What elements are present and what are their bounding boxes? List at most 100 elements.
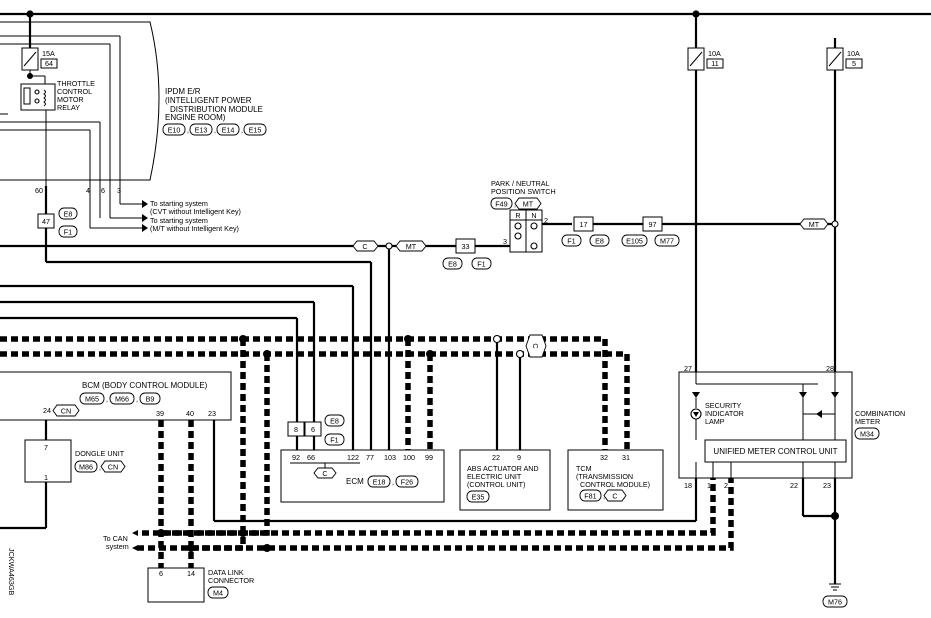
svg-text:E8: E8 xyxy=(64,210,73,219)
meter-ground: M76 xyxy=(694,478,848,608)
svg-text:F1: F1 xyxy=(477,260,485,269)
svg-text:14: 14 xyxy=(187,569,195,578)
svg-text:ABS ACTUATOR AND: ABS ACTUATOR AND xyxy=(467,464,539,473)
svg-text:3: 3 xyxy=(503,237,507,246)
svg-text:ECM: ECM xyxy=(346,477,364,486)
svg-text:,: , xyxy=(106,395,108,404)
svg-text:F49: F49 xyxy=(495,200,507,209)
park-neutral-switch: PARK / NEUTRAL POSITION SWITCH F49 , MT … xyxy=(490,179,556,253)
svg-text:F81: F81 xyxy=(584,492,596,501)
data-link-connector: 6 14 DATA LINK CONNECTOR M4 xyxy=(147,567,254,603)
ipdm-conn-1: E10 xyxy=(168,126,181,135)
svg-text:METER: METER xyxy=(855,417,880,426)
svg-text:1: 1 xyxy=(44,473,48,482)
abs-wires xyxy=(492,334,525,450)
svg-text:33: 33 xyxy=(462,242,470,251)
svg-text:27: 27 xyxy=(684,364,692,373)
joint-8-6: 8 6 E8 F1 xyxy=(287,414,345,450)
svg-text:E8: E8 xyxy=(448,260,457,269)
svg-text:M65: M65 xyxy=(85,395,99,404)
svg-text:M4: M4 xyxy=(213,589,223,598)
ecm-module: 92 66 122 77 103 100 99 C ECM E18 , F26 xyxy=(280,449,445,503)
svg-text:,: , xyxy=(136,395,138,404)
svg-text:,: , xyxy=(187,126,189,135)
svg-text:39: 39 xyxy=(156,409,164,418)
svg-text:E8: E8 xyxy=(595,237,604,246)
ipdm-label-3: DISTRIBUTION MODULE xyxy=(170,105,263,114)
svg-text:TCM: TCM xyxy=(576,464,592,473)
start-note-3: To starting system xyxy=(150,216,208,225)
svg-text:10A: 10A xyxy=(847,49,860,58)
svg-text:COMBINATION: COMBINATION xyxy=(855,409,905,418)
svg-text:103: 103 xyxy=(384,453,396,462)
svg-text:10A: 10A xyxy=(708,49,721,58)
svg-text:22: 22 xyxy=(790,481,798,490)
svg-text:E8: E8 xyxy=(330,417,339,426)
ipdm-conn-4: E15 xyxy=(249,126,262,135)
svg-text:BCM (BODY CONTROL MODULE): BCM (BODY CONTROL MODULE) xyxy=(82,381,208,390)
power-bus xyxy=(0,10,931,48)
svg-text:6: 6 xyxy=(101,186,105,195)
svg-text:2: 2 xyxy=(544,216,548,225)
svg-text:100: 100 xyxy=(403,453,415,462)
svg-text:99: 99 xyxy=(425,453,433,462)
svg-text:23: 23 xyxy=(823,481,831,490)
svg-text:17: 17 xyxy=(580,220,588,229)
svg-text:60: 60 xyxy=(35,186,43,195)
svg-text:,: , xyxy=(392,478,394,487)
svg-text:64: 64 xyxy=(45,59,53,68)
svg-text:N: N xyxy=(531,211,536,220)
svg-text:M76: M76 xyxy=(828,598,842,607)
svg-text:CONTROL MODULE): CONTROL MODULE) xyxy=(580,480,650,489)
svg-text:M86: M86 xyxy=(79,463,93,472)
ipdm-pins: 60 4 6 3 xyxy=(35,186,121,195)
svg-text:F1: F1 xyxy=(567,237,575,246)
svg-text:(TRANSMISSION: (TRANSMISSION xyxy=(576,472,633,481)
start-note-1: To starting system xyxy=(150,199,208,208)
svg-text:DONGLE UNIT: DONGLE UNIT xyxy=(75,449,125,458)
drawing-code: JCKWA463GB xyxy=(7,548,16,595)
svg-text:23: 23 xyxy=(208,409,216,418)
svg-text:ELECTRIC UNIT: ELECTRIC UNIT xyxy=(467,472,522,481)
start-note-2: (CVT without Intelligent Key) xyxy=(150,207,241,216)
ipdm-label-4: ENGINE ROOM) xyxy=(165,113,226,122)
svg-text:F26: F26 xyxy=(401,478,413,487)
svg-text:15A: 15A xyxy=(42,49,55,58)
svg-text:LAMP: LAMP xyxy=(705,417,725,426)
svg-text:F1: F1 xyxy=(64,228,72,237)
ipdm-module xyxy=(0,20,160,186)
svg-text:97: 97 xyxy=(649,220,657,229)
svg-text:4: 4 xyxy=(86,186,90,195)
svg-text:47: 47 xyxy=(42,217,50,226)
svg-text:31: 31 xyxy=(622,453,630,462)
svg-text:C: C xyxy=(531,343,540,348)
svg-text:CN: CN xyxy=(108,463,118,472)
svg-text:5: 5 xyxy=(852,59,856,68)
svg-text:E18: E18 xyxy=(373,478,386,487)
can-note-2: system xyxy=(106,542,129,551)
svg-text:M34: M34 xyxy=(860,430,874,439)
svg-text:PARK / NEUTRAL: PARK / NEUTRAL xyxy=(491,179,550,188)
can-bus: C xyxy=(0,334,734,568)
svg-text:,: , xyxy=(241,126,243,135)
svg-text:66: 66 xyxy=(307,453,315,462)
fuse-5: 10A 5 xyxy=(826,47,863,372)
svg-text:F1: F1 xyxy=(330,436,338,445)
svg-text:B9: B9 xyxy=(146,395,155,404)
svg-text:1: 1 xyxy=(707,481,711,490)
svg-text:MT: MT xyxy=(809,220,820,229)
svg-text:9: 9 xyxy=(517,453,521,462)
svg-text:M77: M77 xyxy=(660,237,674,246)
svg-text:C: C xyxy=(612,492,617,501)
svg-text:32: 32 xyxy=(600,453,608,462)
svg-text:DATA LINK: DATA LINK xyxy=(208,568,244,577)
svg-text:SECURITY: SECURITY xyxy=(705,401,742,410)
svg-text:40: 40 xyxy=(186,409,194,418)
mt-wire: C MT 33 E8 F1 xyxy=(0,238,510,450)
svg-text:22: 22 xyxy=(492,453,500,462)
svg-text:RELAY: RELAY xyxy=(57,103,80,112)
svg-text:6: 6 xyxy=(159,569,163,578)
start-note-4: (M/T without Intelligent Key) xyxy=(150,224,239,233)
svg-text:122: 122 xyxy=(347,453,359,462)
